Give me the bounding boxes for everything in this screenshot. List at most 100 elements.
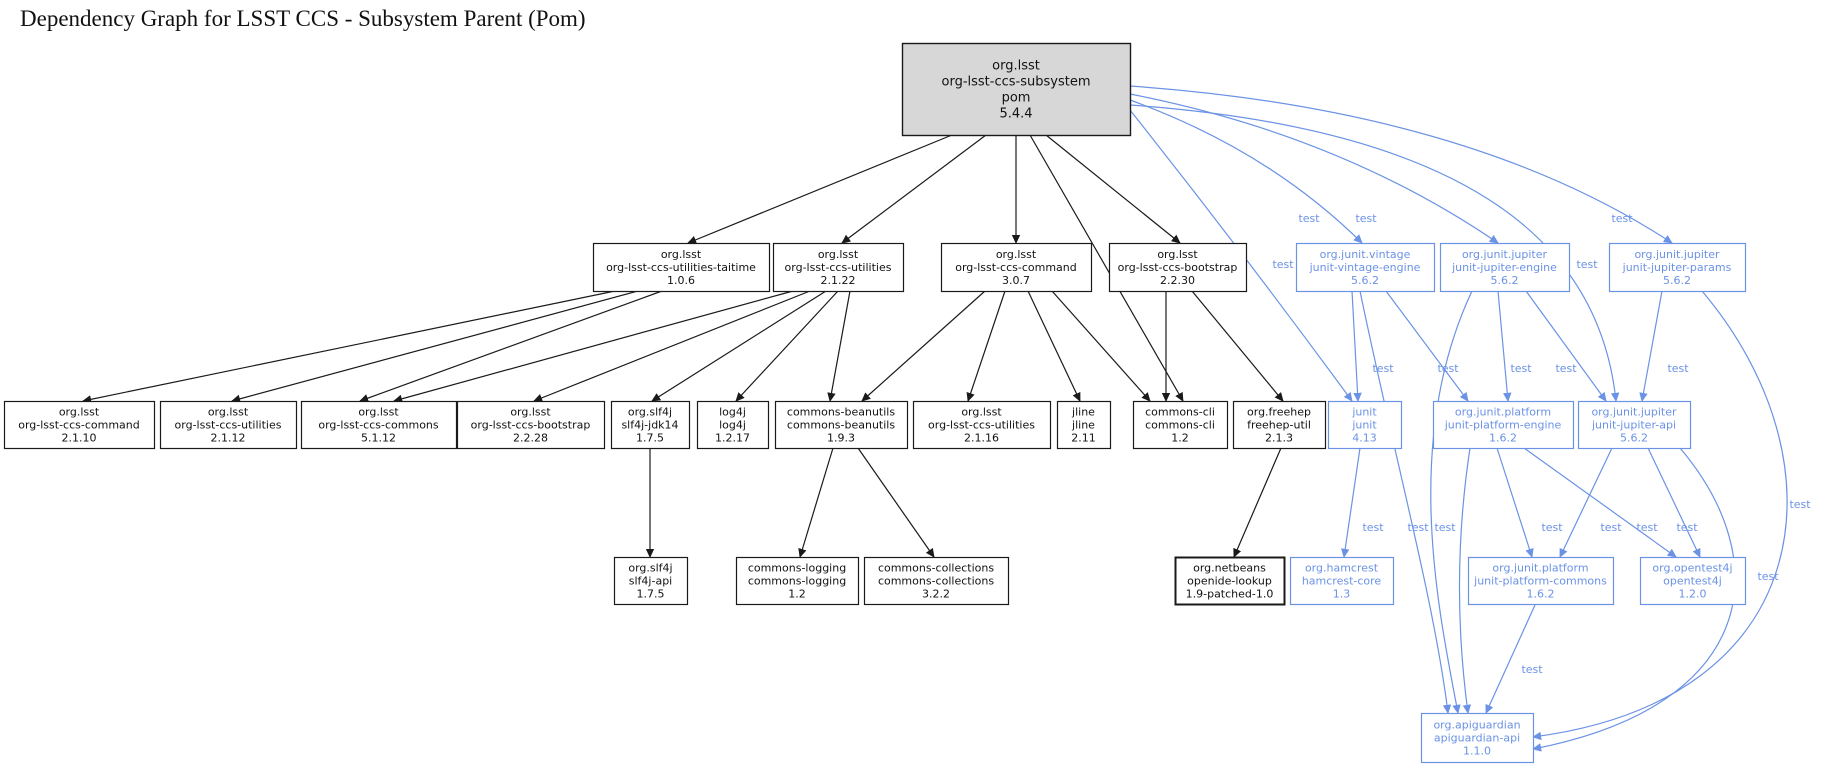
- node-hamcrest-line-1: hamcrest-core: [1302, 574, 1382, 587]
- node-junit-line-2: 4.13: [1352, 431, 1377, 444]
- node-cmd2110-line-0: org.lsst: [59, 405, 100, 418]
- node-boot230-line-0: org.lsst: [1157, 248, 1198, 261]
- edge-taitime-commons: [359, 290, 663, 403]
- node-util2112-line-1: org-lsst-ccs-utilities: [175, 418, 282, 431]
- node-netbeans-line-1: openide-lookup: [1187, 574, 1272, 587]
- edge-root-cli: [1029, 134, 1184, 402]
- node-pengine-line-2: 1.6.2: [1489, 431, 1517, 444]
- node-cmd2110-line-1: org-lsst-ccs-command: [18, 418, 140, 431]
- node-boot230-line-2: 2.2.30: [1160, 274, 1195, 287]
- edge-label-japi-apiguardian: test: [1757, 570, 1779, 583]
- node-apiguardian-line-0: org.apiguardian: [1433, 718, 1520, 731]
- node-util2112-line-0: org.lsst: [208, 405, 249, 418]
- node-jline-line-0: jline: [1071, 405, 1095, 418]
- edge-label-root-junit: test: [1272, 258, 1294, 271]
- node-beanutils-line-1: commons-beanutils: [787, 418, 895, 431]
- node-vintage-line-1: junit-vintage-engine: [1309, 261, 1421, 274]
- node-commons-line-1: org-lsst-ccs-commons: [318, 418, 439, 431]
- edge-beanutils-ccollections: [857, 447, 935, 558]
- node-jengine-line-0: org.junit.jupiter: [1462, 248, 1548, 261]
- node-root-line-2: pom: [1002, 91, 1031, 106]
- node-taitime: org.lsstorg-lsst-ccs-utilities-taitime1.…: [592, 242, 771, 293]
- node-cmd2110-line-2: 2.1.10: [62, 431, 97, 444]
- edge-pengine-pcommons: [1496, 447, 1534, 558]
- node-root-line-1: org-lsst-ccs-subsystem: [942, 75, 1091, 90]
- node-taitime-line-1: org-lsst-ccs-utilities-taitime: [606, 261, 756, 274]
- edge-vintage-pengine: [1385, 290, 1469, 402]
- edge-label-vintage-pengine: test: [1437, 362, 1459, 375]
- node-jline-line-1: jline: [1071, 418, 1095, 431]
- node-slf4japi-line-1: slf4j-api: [629, 574, 672, 587]
- node-pcommons-line-0: org.junit.platform: [1492, 561, 1588, 574]
- edge-junit-hamcrest: [1341, 447, 1361, 558]
- node-pengine-line-1: junit-platform-engine: [1444, 418, 1562, 431]
- edge-label-root-jparams: test: [1611, 212, 1633, 225]
- node-cli-line-1: commons-cli: [1145, 418, 1215, 431]
- node-ccollections-line-1: commons-collections: [878, 574, 994, 587]
- edge-vintage-junit: [1351, 290, 1362, 402]
- node-slf4japi-line-2: 1.7.5: [637, 587, 665, 600]
- node-beanutils-line-0: commons-beanutils: [787, 405, 895, 418]
- node-pengine: org.junit.platformjunit-platform-engine1…: [1432, 400, 1575, 450]
- node-util2116-line-1: org-lsst-ccs-utilities: [928, 418, 1035, 431]
- edge-label-jengine-pengine: test: [1510, 362, 1532, 375]
- node-log4j-line-0: log4j: [719, 405, 746, 418]
- node-util22-line-0: org.lsst: [818, 248, 859, 261]
- node-jengine: org.junit.jupiterjunit-jupiter-engine5.6…: [1439, 242, 1571, 293]
- node-boot228-line-0: org.lsst: [510, 405, 551, 418]
- edge-jengine-japi: [1525, 290, 1607, 402]
- edge-jparams-japi: [1639, 290, 1663, 402]
- node-hamcrest-line-0: org.hamcrest: [1305, 561, 1379, 574]
- node-freehep-line-1: freehep-util: [1247, 418, 1311, 431]
- edge-beanutils-clogging: [798, 447, 834, 558]
- node-pcommons: org.junit.platformjunit-platform-commons…: [1467, 556, 1615, 606]
- edge-label-vintage-apiguardian: test: [1407, 521, 1429, 534]
- node-apiguardian-line-1: apiguardian-api: [1434, 731, 1520, 744]
- node-commons-line-0: org.lsst: [358, 405, 399, 418]
- edge-root-boot230: [1045, 134, 1181, 244]
- edge-root-vintage: [1129, 99, 1363, 244]
- node-vintage-line-0: org.junit.vintage: [1320, 248, 1411, 261]
- node-vintage: org.junit.vintagejunit-vintage-engine5.6…: [1295, 242, 1436, 293]
- node-taitime-line-2: 1.0.6: [667, 274, 695, 287]
- node-japi-line-1: junit-jupiter-api: [1591, 418, 1676, 431]
- node-clogging-line-1: commons-logging: [748, 574, 846, 587]
- edge-label-japi-pcommons: test: [1636, 521, 1658, 534]
- node-pcommons-line-2: 1.6.2: [1527, 587, 1555, 600]
- node-opentest-line-2: 1.2.0: [1679, 587, 1707, 600]
- node-japi-line-0: org.junit.jupiter: [1591, 405, 1677, 418]
- edge-util22-boot228: [533, 290, 811, 402]
- node-hamcrest-line-2: 1.3: [1333, 587, 1351, 600]
- edge-label-japi-opentest: test: [1676, 521, 1698, 534]
- node-boot228-line-2: 2.2.28: [513, 431, 548, 444]
- node-util2116-line-0: org.lsst: [961, 405, 1002, 418]
- edge-util22-slf4jjdk: [651, 290, 827, 402]
- edge-root-jparams: [1129, 85, 1673, 244]
- node-jengine-line-2: 5.6.2: [1491, 274, 1519, 287]
- node-jparams-line-1: junit-jupiter-params: [1622, 261, 1732, 274]
- node-slf4japi-line-0: org.slf4j: [628, 561, 672, 574]
- node-root-line-3: 5.4.4: [999, 107, 1032, 122]
- node-pcommons-line-1: junit-platform-commons: [1473, 574, 1607, 587]
- edge-taitime-cmd2110: [82, 290, 616, 404]
- edge-label-jparams-japi: test: [1667, 362, 1689, 375]
- node-util22-line-1: org-lsst-ccs-utilities: [785, 261, 892, 274]
- edge-japi-pcommons: [1559, 447, 1613, 558]
- edge-util22-commons: [393, 290, 794, 403]
- node-opentest-line-1: opentest4j: [1663, 574, 1722, 587]
- edge-freehep-netbeans: [1233, 447, 1282, 558]
- edge-cmd307-cli: [1051, 290, 1151, 402]
- node-junit-line-0: junit: [1351, 405, 1377, 418]
- node-boot230-line-1: org-lsst-ccs-bootstrap: [1118, 261, 1238, 274]
- node-root-line-0: org.lsst: [992, 59, 1040, 74]
